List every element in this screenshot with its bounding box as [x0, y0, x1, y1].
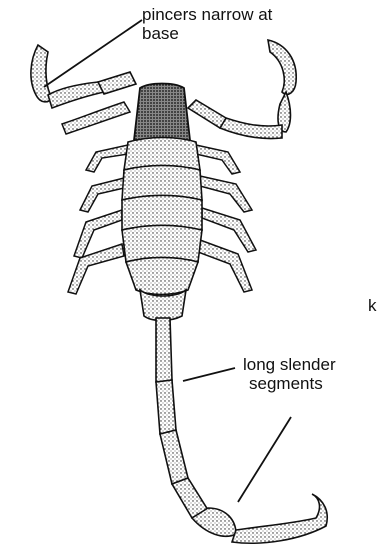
right-pincer: [188, 40, 296, 139]
pincers-label-line-1: pincers narrow at: [142, 5, 272, 24]
segments-label: long slender segments: [243, 355, 336, 393]
right-legs: [196, 145, 256, 292]
pincers-label-line-2: base: [142, 24, 272, 43]
body-segments: [122, 138, 202, 295]
pincers-label: pincers narrow at base: [142, 5, 272, 43]
segments-leader-line-upper: [183, 368, 235, 381]
tail-segments: [156, 318, 236, 536]
left-legs: [68, 145, 128, 294]
clipped-edge-text: k: [368, 296, 380, 315]
segments-label-line-1: long slender: [243, 355, 336, 374]
segments-label-line-2: segments: [243, 374, 336, 393]
left-pincer: [31, 45, 136, 108]
carapace: [134, 84, 190, 147]
left-arm: [62, 102, 130, 134]
stinger: [232, 494, 327, 543]
segments-leader-line-lower: [238, 417, 291, 502]
